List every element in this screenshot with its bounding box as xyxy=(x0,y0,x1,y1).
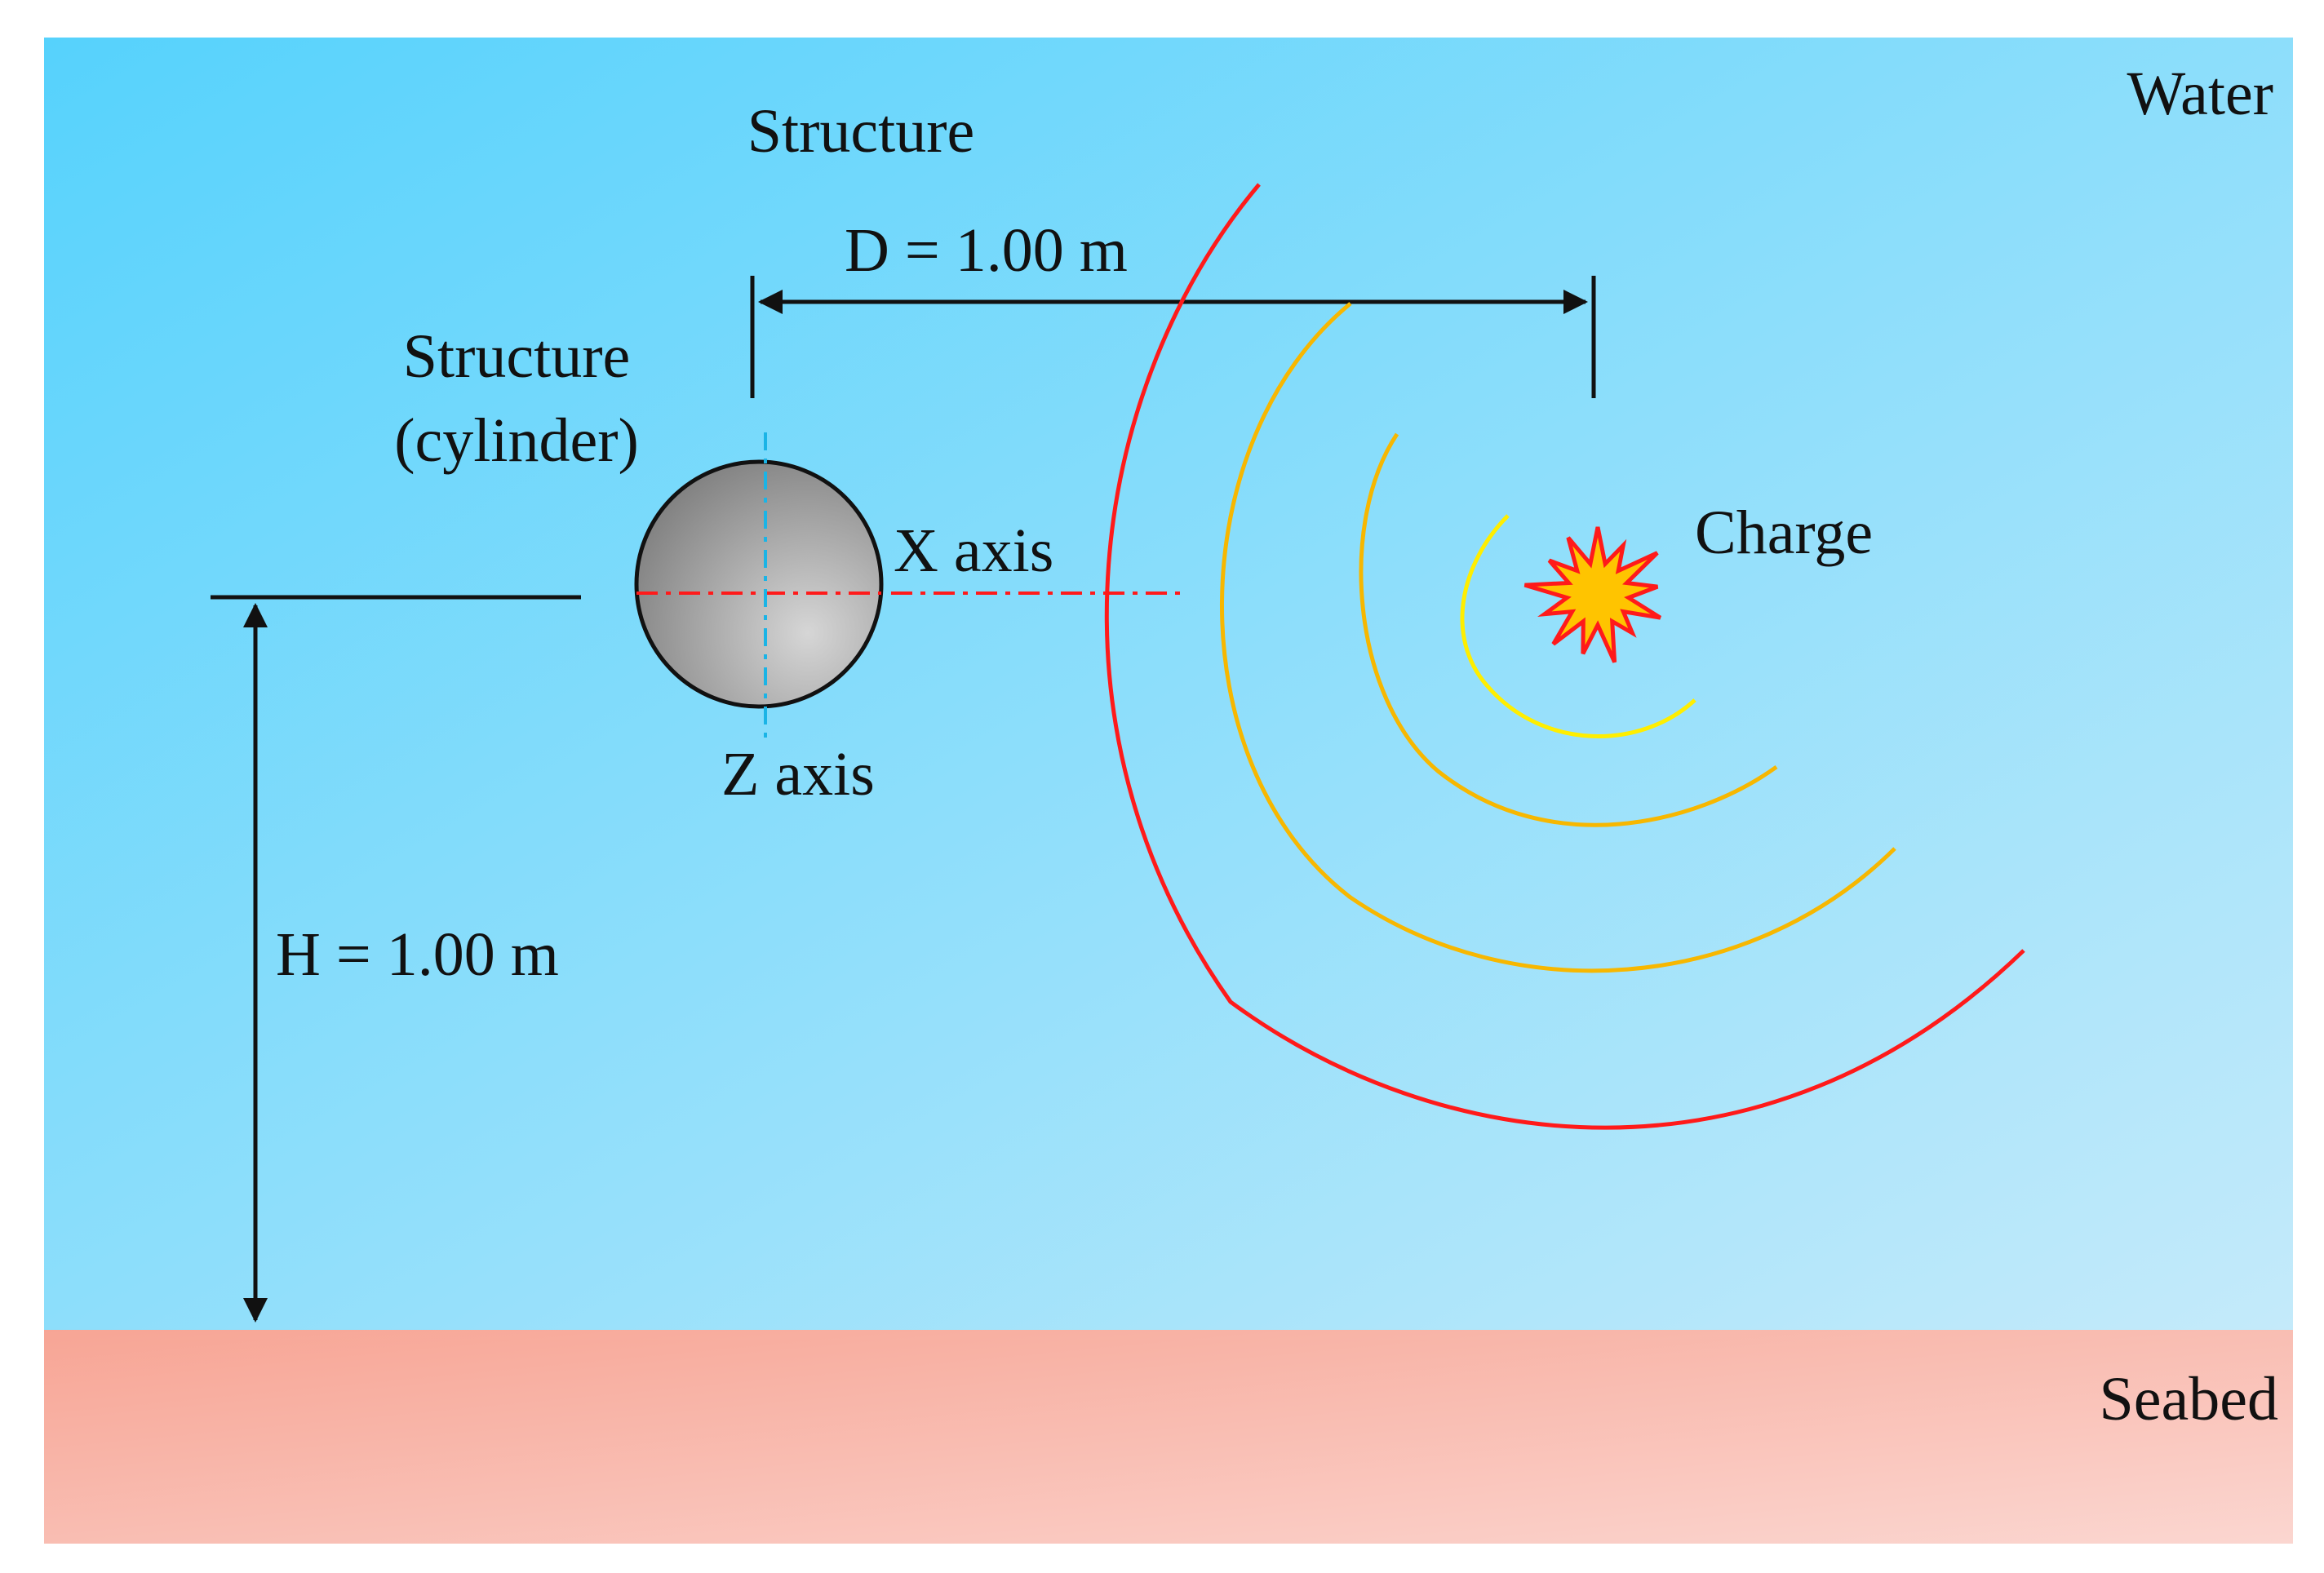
shock-wave-outer xyxy=(1104,183,2025,1130)
charge-label: Charge xyxy=(1695,498,1873,567)
seabed-label: Seabed xyxy=(2100,1365,2278,1433)
explosion-icon xyxy=(1523,526,1662,663)
distance-label: D = 1.00 m xyxy=(845,216,1128,285)
height-label: H = 1.00 m xyxy=(276,920,559,989)
structure-label-line2: (cylinder) xyxy=(394,406,639,475)
water-label: Water xyxy=(2127,60,2273,128)
structure-title-label: Structure xyxy=(747,97,975,166)
shock-wave-middle-inner xyxy=(1359,432,1778,827)
shock-wave-middle-outer xyxy=(1220,302,1896,973)
z-axis-label: Z axis xyxy=(721,740,875,809)
water-region xyxy=(44,38,2293,1330)
x-axis-label: X axis xyxy=(894,516,1053,585)
seabed-region xyxy=(44,1330,2293,1544)
shock-wave-inner xyxy=(1460,514,1696,738)
structure-cylinder xyxy=(634,459,884,709)
structure-label-line1: Structure xyxy=(403,322,631,391)
